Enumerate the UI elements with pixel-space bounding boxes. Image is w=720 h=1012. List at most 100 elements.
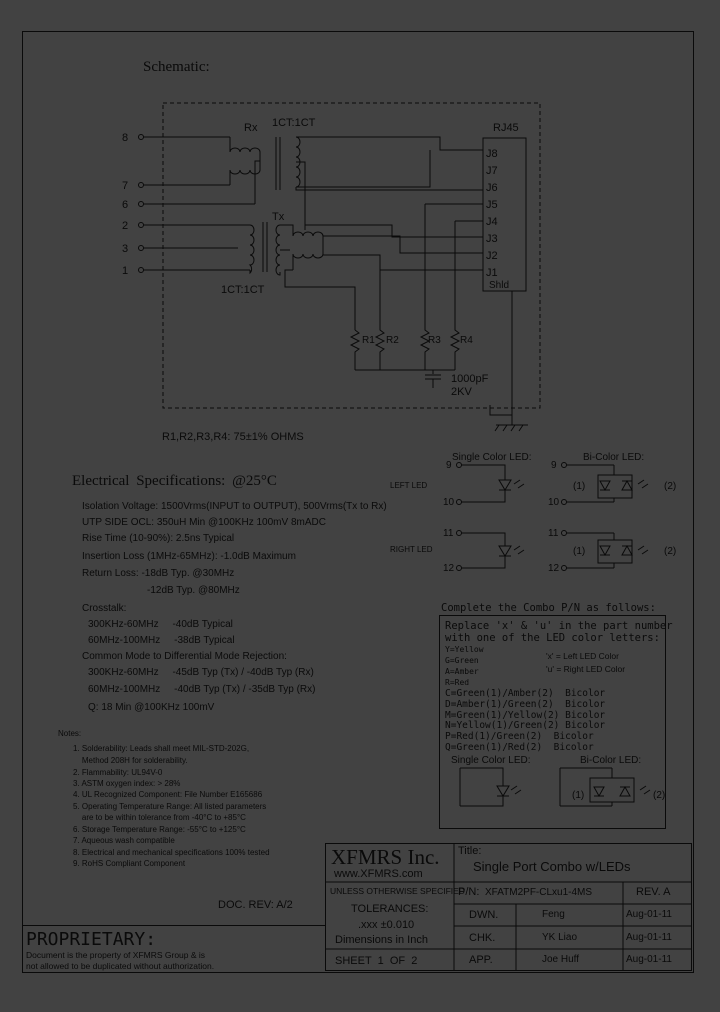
title-block: XFMRS Inc. www.XFMRS.com Title: Single P… <box>325 843 692 971</box>
jack-j3: J3 <box>486 233 498 245</box>
resistor-r1 <box>349 329 361 370</box>
spec-line: 60MHz-100MHz -40dB Typ (Tx) / -35dB Typ … <box>88 684 316 695</box>
led-bi-pin-12: 12 <box>548 563 560 574</box>
bi-led-right-label-2: (2) <box>664 546 677 557</box>
combo-line: Q=Green(1)/Red(2) Bicolor <box>445 742 594 753</box>
resistor-r3 <box>419 203 483 370</box>
spec-line: 300KHz-60MHz -45dB Typ (Tx) / -40dB Typ … <box>88 667 314 678</box>
jack-labels: J8 J7 J6 J5 J4 J3 J2 J1 Shld <box>486 148 509 291</box>
tolerances-label: TOLERANCES: <box>351 903 429 915</box>
combo-bi-right: (2) <box>653 790 666 801</box>
title-block-grid <box>325 843 692 971</box>
bi-led-left-icon-b <box>621 479 633 491</box>
capacitor-value: 1000pF <box>451 373 489 385</box>
tolerance-value: .xxx ±0.010 <box>358 919 415 931</box>
spec-line: Crosstalk: <box>82 603 127 614</box>
bi-led-left-box <box>566 464 633 503</box>
pin-2: 2 <box>122 220 128 232</box>
electrical-title: Electrical Specifications: @25°C <box>72 473 277 489</box>
r1-label: R1 <box>362 335 375 346</box>
bi-led-right-box <box>566 532 633 569</box>
led-bi-pin-11: 11 <box>548 528 559 539</box>
pin-8: 8 <box>122 132 128 144</box>
proprietary-line2: not allowed to be duplicated without aut… <box>26 961 215 971</box>
company-name: XFMRS Inc. <box>331 845 440 869</box>
led-bi-pin-10: 10 <box>548 497 560 508</box>
dwn-date: Aug-01-11 <box>626 909 672 920</box>
dimensions-unit: Dimensions in Inch <box>335 934 428 946</box>
title-label: Title: <box>458 845 482 857</box>
note-item: 9. RoHS Compliant Component <box>73 859 186 868</box>
pin-1: 1 <box>122 265 128 277</box>
spec-line: UTP SIDE OCL: 350uH Min @100KHz 100mV 8m… <box>82 517 326 528</box>
tx-coil-b <box>275 224 281 276</box>
left-led-label: LEFT LED <box>390 481 428 490</box>
company-website: www.XFMRS.com <box>334 868 423 880</box>
note-item: 1. Solderability: Leads shall meet MIL-S… <box>73 744 250 753</box>
doc-rev: DOC. REV: A/2 <box>218 899 293 911</box>
jack-j4: J4 <box>486 216 498 228</box>
combo-single-label: Single Color LED: <box>451 755 531 766</box>
combo-line: Replace 'x' & 'u' in the part number <box>445 620 673 632</box>
resistor-note: R1,R2,R3,R4: 75±1% OHMS <box>162 431 304 443</box>
shield-line <box>489 291 513 425</box>
r3-label: R3 <box>428 335 441 346</box>
combo-box <box>439 615 666 829</box>
led-pin-11: 11 <box>443 528 454 539</box>
dwn-name: Feng <box>542 909 565 920</box>
led-bi-label: Bi-Color LED: <box>583 452 645 463</box>
combo-line: Y=Yellow <box>445 645 484 654</box>
jack-j7: J7 <box>486 165 498 177</box>
jack-shield: Shld <box>489 280 509 291</box>
note-item: are to be within tolerance from -40°C to… <box>73 813 246 822</box>
proprietary-underline <box>23 925 325 926</box>
rx-coil-a <box>143 136 261 153</box>
bi-led-left-label-2: (1) <box>573 546 586 557</box>
note-item: 8. Electrical and mechanical specificati… <box>73 848 270 857</box>
jack-j2: J2 <box>486 250 498 262</box>
combo-bi-led-box <box>559 767 635 807</box>
pin-7: 7 <box>122 180 128 192</box>
pin-3: 3 <box>122 243 128 255</box>
chk-role: CHK. <box>469 932 496 944</box>
single-led-left-wires <box>461 464 506 503</box>
rx-label: Rx <box>244 122 258 134</box>
combo-x-note: 'x' = Left LED Color <box>546 651 619 661</box>
spec-line: Common Mode to Differential Mode Rejecti… <box>82 651 287 662</box>
bi-led-right-label: (2) <box>664 481 677 492</box>
dwn-role: DWN. <box>469 909 499 921</box>
led-diagrams <box>456 462 649 571</box>
ct-top-label: 1CT:1CT <box>272 117 316 129</box>
combo-line: N=Yellow(1)/Green(2) Bicolor <box>445 720 606 731</box>
note-item: 2. Flammability: UL94V-0 <box>73 768 163 777</box>
combo-line: with one of the LED color letters: <box>445 632 660 644</box>
combo-bi-left: (1) <box>572 790 585 801</box>
drawing-frame <box>22 31 694 973</box>
led-bi-pin-9: 9 <box>551 460 557 471</box>
combo-bi-led-icon-b <box>619 785 631 797</box>
led-single-label: Single Color LED: <box>452 452 532 463</box>
app-name: Joe Huff <box>542 954 580 965</box>
sheet-number: SHEET 1 OF 2 <box>335 955 418 967</box>
combo-led-diagrams <box>459 767 651 807</box>
pin-terminals <box>138 134 144 273</box>
spec-line: Isolation Voltage: 1500Vrms(INPUT to OUT… <box>82 501 387 512</box>
note-item: 3. ASTM oxygen index: > 28% <box>73 779 181 788</box>
proprietary-line1: Document is the property of XFMRS Group … <box>26 950 206 960</box>
note-item: Method 208H for solderability. <box>73 756 188 765</box>
combo-single-led-icon <box>496 785 510 800</box>
resistor-r4 <box>449 220 483 370</box>
pn-label: P/N: <box>458 886 480 898</box>
combo-title: Complete the Combo P/N as follows: <box>441 602 656 614</box>
schematic-diagram: RJ45 J8 J7 J6 J5 J4 J3 J2 J1 Shld 8 7 6 … <box>122 102 541 432</box>
combo-line: C=Green(1)/Amber(2) Bicolor <box>445 688 606 699</box>
unless-specified: UNLESS OTHERWISE SPECIFIED <box>330 886 465 896</box>
bi-led-left-label: (1) <box>573 481 586 492</box>
notes-title: Notes: <box>58 729 82 738</box>
drawing-title: Single Port Combo w/LEDs <box>473 859 631 874</box>
spec-line: -12dB Typ. @80MHz <box>147 585 240 596</box>
chk-name: YK Liao <box>542 932 578 943</box>
r2-label: R2 <box>386 335 399 346</box>
resistor-r2 <box>304 225 386 370</box>
jack-j6: J6 <box>486 182 498 194</box>
